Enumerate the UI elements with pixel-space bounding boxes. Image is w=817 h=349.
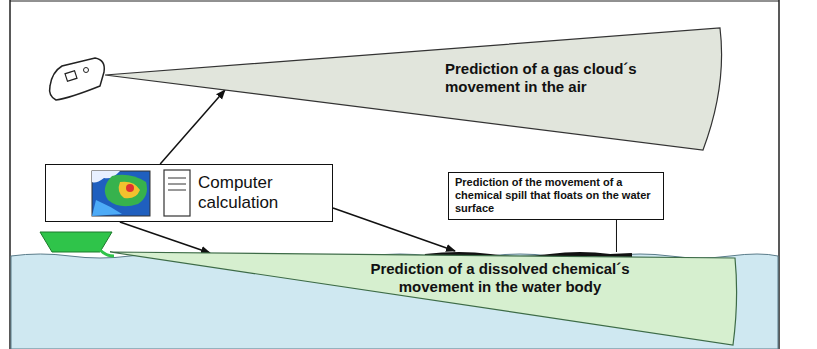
- node-text: Computer calculation: [198, 173, 326, 214]
- frame-line: [10, 1, 779, 2]
- computer-tower: [164, 170, 190, 216]
- water-fan: Prediction of a dissolved chemical´s mov…: [105, 250, 740, 347]
- gas-cloud-fan: Prediction of a gas cloud´s movement in …: [105, 26, 725, 152]
- fan-shape: [105, 26, 725, 152]
- leak: [100, 250, 114, 256]
- leader-line: [616, 220, 617, 252]
- node-text: Prediction of a dissolved chemical´s mov…: [370, 260, 630, 296]
- computer-screen: [92, 171, 150, 216]
- spill-label-box: Prediction of the movement of a chemical…: [448, 172, 664, 220]
- vessel: [40, 232, 112, 252]
- computer-box: Computer calculation: [45, 164, 333, 222]
- node-text: Prediction of a gas cloud´s movement in …: [445, 60, 680, 96]
- arrow-connector: [160, 90, 225, 164]
- arrow-connector: [120, 222, 210, 253]
- ship: [50, 58, 105, 100]
- arrow-line: [333, 208, 455, 251]
- node-text: Prediction of the movement of a chemical…: [449, 173, 663, 219]
